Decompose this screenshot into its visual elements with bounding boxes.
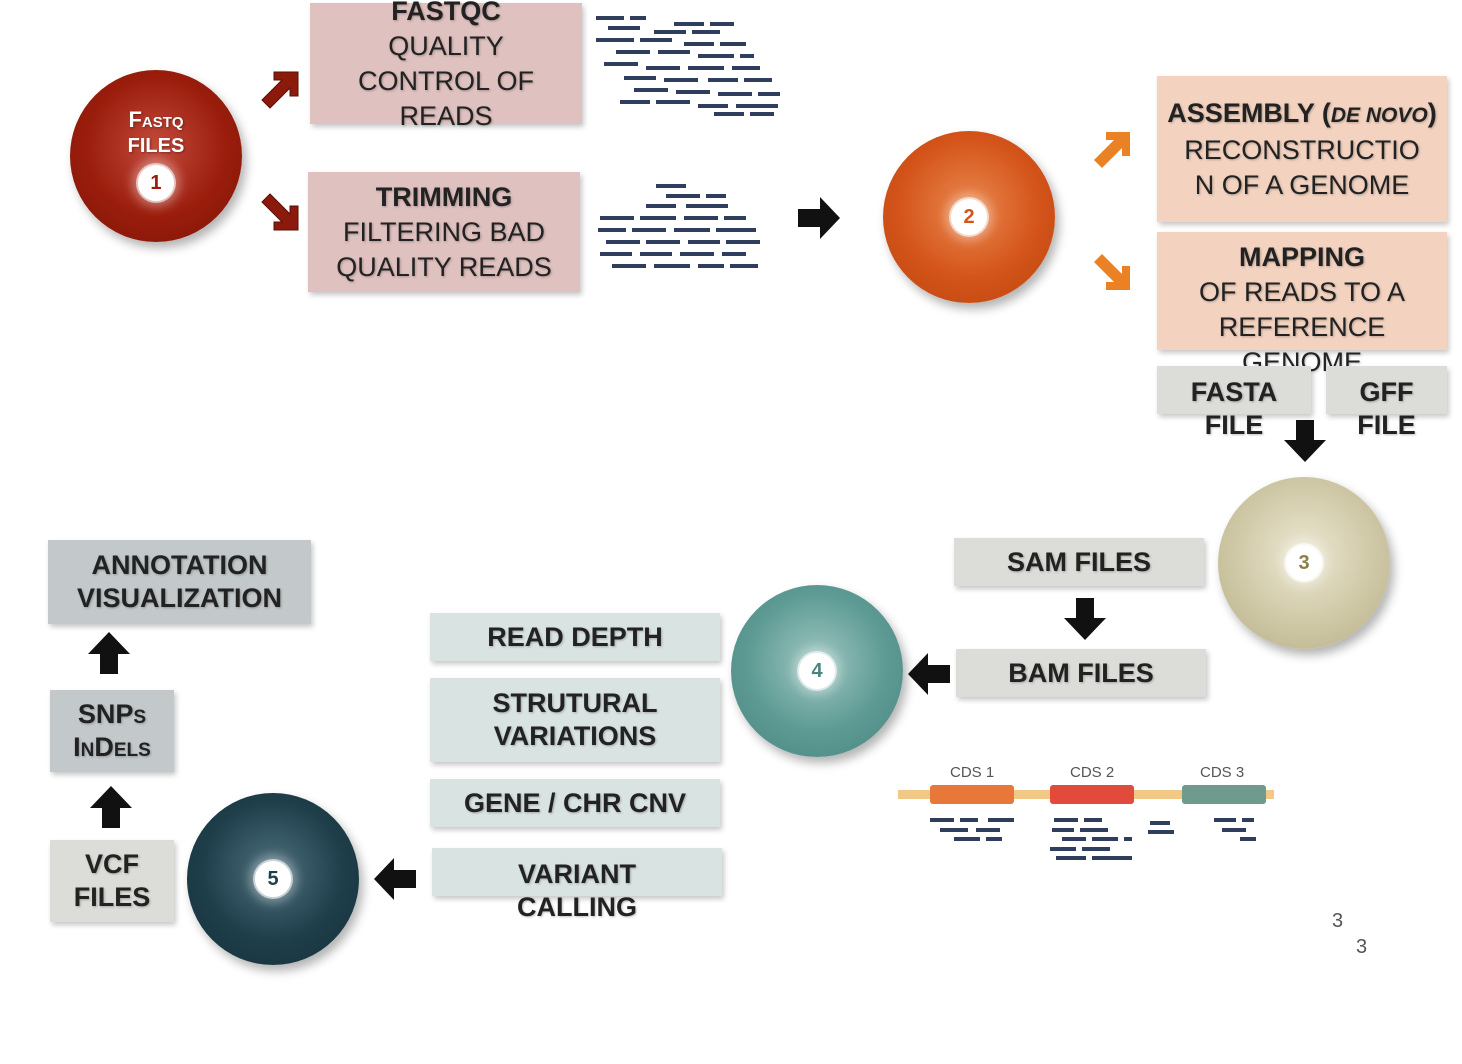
- vcf-line2: FILES: [73, 882, 151, 912]
- fasta-label: FASTA FILE: [1190, 377, 1278, 440]
- vcf-line1: VCF: [85, 849, 139, 879]
- circle-fastq-files: Fastq files 1: [70, 70, 242, 242]
- annotation-box: ANNOTATION VISUALIZATION: [48, 540, 311, 624]
- arrow-icon: [88, 632, 130, 674]
- arrow-icon: [374, 858, 416, 900]
- step-badge-2: 2: [951, 199, 987, 235]
- variant-calling-box: VARIANT CALLING: [432, 848, 722, 922]
- arrow-icon: [261, 71, 299, 109]
- arrow-icon: [90, 786, 132, 828]
- circle-step-4: 4: [731, 585, 903, 757]
- trimming-text: FILTERING BAD QUALITY READS: [336, 216, 552, 282]
- arrow-icon: [1064, 598, 1106, 640]
- circle-step-3: 3: [1218, 477, 1390, 649]
- read-depth-label: READ DEPTH: [487, 621, 663, 652]
- genome-cds-diagram: CDS 1 CDS 2 CDS 3: [898, 764, 1274, 860]
- page-number: 3: [1356, 936, 1368, 958]
- structural-variations-label: STRUTURAL VARIATIONS: [492, 688, 658, 751]
- assembly-title-bold: ASSEMBLY (: [1167, 97, 1331, 128]
- cds-1-segment: [930, 785, 1014, 804]
- step-badge-5: 5: [255, 861, 291, 897]
- cds-2-label: CDS 2: [1070, 764, 1114, 781]
- fastq-title-line1: Fastq: [128, 107, 184, 132]
- gene-chr-cnv-label: GENE / CHR CNV: [463, 787, 687, 818]
- arrow-icon: [798, 197, 840, 239]
- cds-3-segment: [1182, 785, 1266, 804]
- structural-variations-box: STRUTURAL VARIATIONS: [430, 678, 720, 762]
- arrow-icon: [1094, 132, 1130, 168]
- mapping-title: MAPPING: [1238, 242, 1365, 272]
- assembly-title-italic: DE NOVO: [1330, 103, 1428, 127]
- sam-files-label: SAM FILES: [1006, 546, 1151, 577]
- cds-3-label: CDS 3: [1200, 764, 1244, 781]
- snps-line1: SNPs: [77, 699, 147, 729]
- vcf-files-box: VCF FILES: [50, 840, 174, 922]
- bam-files-box: BAM FILES: [956, 649, 1206, 697]
- fastqc-title: FASTQC: [391, 0, 501, 26]
- snps-indels-box: SNPs InDels: [50, 690, 174, 772]
- reads-cluster-trimming: [598, 184, 760, 268]
- step-badge-1: 1: [137, 165, 174, 201]
- reads-cluster-fastqc: [596, 16, 780, 116]
- page-number: 3: [1332, 910, 1344, 932]
- fastqc-box: FASTQC QUALITY CONTROL OF READS: [310, 0, 582, 131]
- assembly-title-end: ): [1427, 97, 1437, 128]
- gene-chr-cnv-box: GENE / CHR CNV: [430, 779, 720, 827]
- annotation-line1: ANNOTATION: [91, 550, 268, 580]
- arrow-icon: [261, 193, 299, 231]
- assembly-text: RECONSTRUCTIO N OF A GENOME: [1184, 134, 1420, 200]
- gff-box: GFF FILE: [1326, 366, 1447, 440]
- circle-step-5: 5: [187, 793, 359, 965]
- mapping-box: MAPPING OF READS TO A REFERENCE GENOME: [1157, 232, 1447, 377]
- fastq-title-line2: files: [127, 135, 185, 157]
- cds-2-segment: [1050, 785, 1134, 804]
- read-depth-box: READ DEPTH: [430, 613, 720, 661]
- arrow-icon: [1094, 254, 1130, 290]
- assembly-title: ASSEMBLY (DE NOVO): [1167, 96, 1436, 133]
- assembly-box: ASSEMBLY (DE NOVO) RECONSTRUCTIO N OF A …: [1157, 76, 1447, 222]
- annotation-line2: VISUALIZATION: [77, 583, 282, 613]
- mapping-text: OF READS TO A REFERENCE GENOME: [1198, 277, 1406, 377]
- circle-step-2: 2: [883, 131, 1055, 303]
- fastqc-text: QUALITY CONTROL OF READS: [357, 30, 534, 131]
- step-badge-3: 3: [1286, 545, 1322, 581]
- fasta-box: FASTA FILE: [1157, 366, 1311, 440]
- variant-calling-label: VARIANT CALLING: [517, 859, 637, 922]
- trimming-title: TRIMMING: [375, 181, 513, 212]
- step-badge-4: 4: [799, 653, 835, 689]
- gff-label: GFF FILE: [1357, 377, 1416, 440]
- arrow-icon: [908, 653, 950, 695]
- sam-files-box: SAM FILES: [954, 538, 1204, 586]
- bam-files-label: BAM FILES: [1008, 657, 1154, 688]
- snps-line2: InDels: [73, 732, 151, 762]
- arrow-icon: [1284, 420, 1326, 462]
- trimming-box: TRIMMING FILTERING BAD QUALITY READS: [308, 172, 580, 292]
- cds-1-label: CDS 1: [950, 764, 994, 781]
